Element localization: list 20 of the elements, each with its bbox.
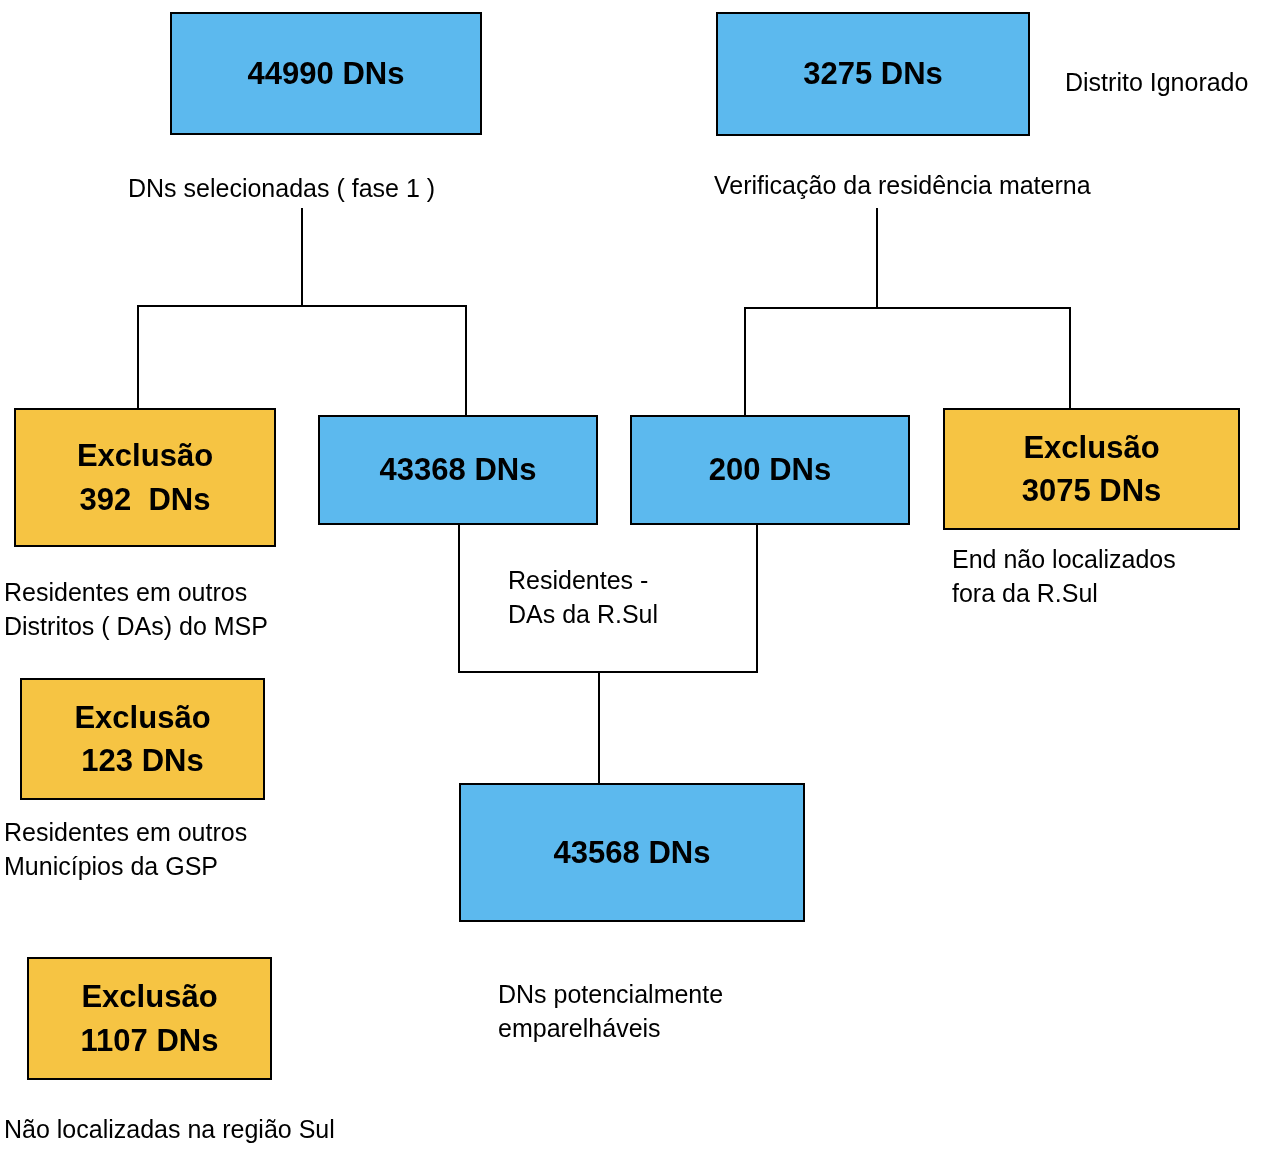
connector-line	[876, 207, 1071, 409]
node-caption: Residentes em outros Municípios da GSP	[4, 817, 249, 882]
count-box: Exclusão 3075 DNs	[943, 408, 1240, 530]
node-caption: DNs potencialmente emparelháveis	[498, 979, 725, 1044]
node-caption: DNs selecionadas ( fase 1 )	[128, 173, 437, 204]
count-box: 43368 DNs	[318, 415, 598, 525]
count-box: Exclusão 392 DNs	[14, 408, 276, 547]
count-box: 44990 DNs	[170, 12, 482, 135]
node-caption: Não localizadas na região Sul	[4, 1114, 336, 1145]
node-caption: Distrito Ignorado	[1065, 67, 1250, 98]
count-box: Exclusão 123 DNs	[20, 678, 265, 800]
count-box: 3275 DNs	[716, 12, 1030, 136]
count-box: 43568 DNs	[459, 783, 805, 922]
count-box: 200 DNs	[630, 415, 910, 525]
node-caption: Residentes em outros Distritos ( DAs) do MSP	[4, 577, 269, 642]
node-caption: End não localizados fora da R.Sul	[952, 544, 1177, 609]
branch-label: Residentes - DAs da R.Sul	[508, 565, 660, 630]
count-box: Exclusão 1107 DNs	[27, 957, 272, 1080]
connector-line	[301, 207, 467, 416]
node-caption: Verificação da residência materna	[714, 170, 1092, 201]
